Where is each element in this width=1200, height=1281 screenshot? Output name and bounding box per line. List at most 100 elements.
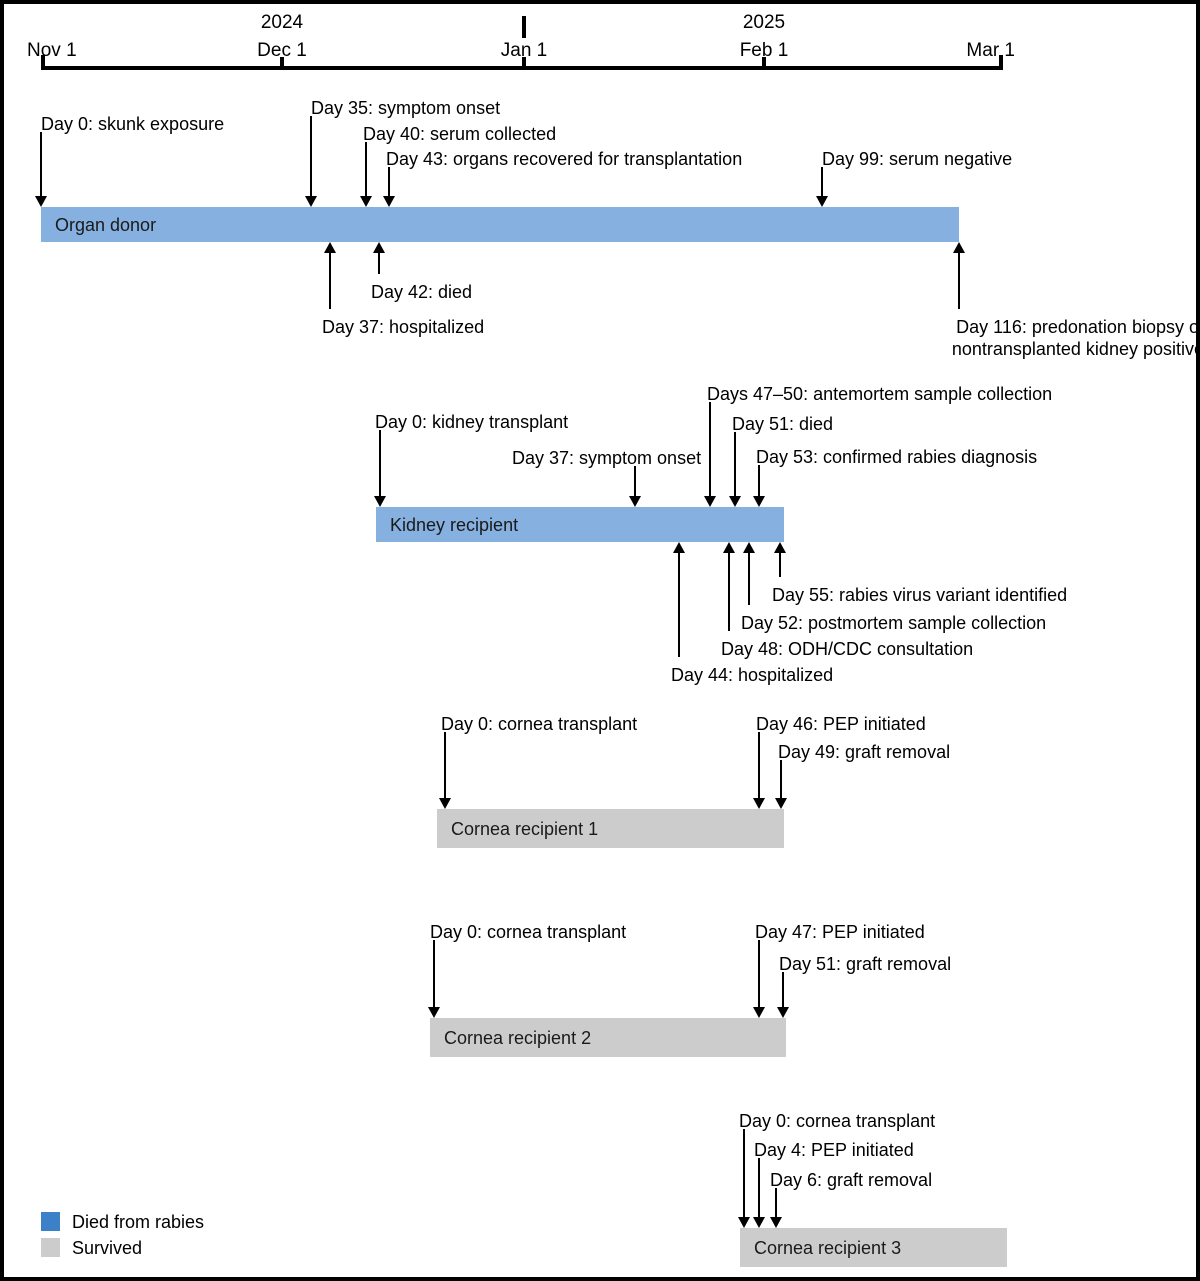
organ-donor-event-below-2-label: Day 116: predonation biopsy of nontransp… [951, 317, 1200, 359]
kidney-recipient-event-below-1-label: Day 48: ODH/CDC consultation [721, 639, 974, 659]
cornea-recipient-3-event-above-0-label: Day 0: cornea transplant [739, 1111, 936, 1131]
axis-label-feb-1: Feb 1 [739, 40, 789, 61]
legend-label-survived: Survived [72, 1237, 143, 1258]
bar-label-cornea-recipient-3: Cornea recipient 3 [754, 1237, 902, 1258]
kidney-recipient-event-above-2-stem [709, 402, 711, 498]
bar-label-organ-donor: Organ donor [55, 214, 157, 235]
organ-donor-event-below-0-arrowhead [324, 242, 336, 253]
axis-tick-jan-1 [522, 57, 526, 70]
kidney-recipient-event-above-0-label: Day 0: kidney transplant [375, 412, 569, 432]
kidney-recipient-event-below-3-stem [779, 551, 781, 577]
kidney-recipient-event-above-3-stem [734, 432, 736, 498]
legend-item-survived: Survived [41, 1238, 142, 1257]
legend-swatch-died [41, 1212, 60, 1231]
kidney-recipient-event-above-3-arrowhead [729, 496, 741, 507]
cornea-recipient-1-event-above-0-label: Day 0: cornea transplant [441, 714, 638, 734]
bar-organ-donor: Organ donor [41, 207, 959, 242]
kidney-recipient-event-below-0-arrowhead [673, 542, 685, 553]
cornea-recipient-3-event-above-2-arrowhead [770, 1217, 782, 1228]
axis-label-dec-1: Dec 1 [257, 40, 307, 61]
kidney-recipient-event-below-2-stem [748, 551, 750, 605]
kidney-recipient-event-above-0-arrowhead [374, 496, 386, 507]
cornea-recipient-1-event-above-2-label: Day 49: graft removal [778, 742, 951, 762]
axis-tick-feb-1 [762, 57, 766, 70]
year-label-2025: 2025 [742, 12, 786, 33]
axis-cap-right [999, 55, 1003, 70]
organ-donor-event-below-0-stem [329, 251, 331, 309]
kidney-recipient-event-below-1-stem [728, 551, 730, 631]
kidney-recipient-event-above-4-arrowhead [753, 496, 765, 507]
organ-donor-event-above-1-stem [310, 116, 312, 198]
cornea-recipient-2-event-above-1-stem [758, 940, 760, 1009]
cornea-recipient-1-event-above-1-stem [758, 732, 760, 800]
kidney-recipient-event-above-0-stem [379, 430, 381, 498]
kidney-recipient-event-below-3-label: Day 55: rabies virus variant identified [772, 585, 1068, 605]
axis-tick-dec-1 [280, 57, 284, 70]
kidney-recipient-event-below-0-stem [678, 551, 680, 657]
kidney-recipient-event-below-0-label: Day 44: hospitalized [671, 665, 834, 685]
cornea-recipient-3-event-above-2-label: Day 6: graft removal [770, 1170, 933, 1190]
kidney-recipient-event-above-2-label: Days 47–50: antemortem sample collection [707, 384, 1053, 404]
organ-donor-event-above-4-label: Day 99: serum negative [822, 149, 1013, 169]
cornea-recipient-1-event-above-1-arrowhead [753, 798, 765, 809]
kidney-recipient-event-below-1-arrowhead [723, 542, 735, 553]
organ-donor-event-above-1-label: Day 35: symptom onset [311, 98, 501, 118]
kidney-recipient-event-above-3-label: Day 51: died [732, 414, 834, 434]
organ-donor-event-below-2-stem [958, 251, 960, 309]
axis-cap-left [41, 55, 45, 70]
cornea-recipient-2-event-above-1-arrowhead [753, 1007, 765, 1018]
organ-donor-event-below-2-arrowhead [953, 242, 965, 253]
organ-donor-event-above-3-stem [388, 167, 390, 198]
cornea-recipient-1-event-above-0-arrowhead [439, 798, 451, 809]
organ-donor-event-above-1-arrowhead [305, 196, 317, 207]
organ-donor-event-above-2-stem [365, 142, 367, 198]
cornea-recipient-1-event-above-0-stem [444, 732, 446, 800]
cornea-recipient-1-event-above-2-stem [780, 760, 782, 800]
cornea-recipient-2-event-above-2-label: Day 51: graft removal [779, 954, 952, 974]
bar-label-cornea-recipient-1: Cornea recipient 1 [451, 818, 599, 839]
cornea-recipient-3-event-above-0-stem [743, 1129, 745, 1219]
kidney-recipient-event-above-4-label: Day 53: confirmed rabies diagnosis [756, 447, 1038, 467]
bar-label-cornea-recipient-2: Cornea recipient 2 [444, 1027, 592, 1048]
cornea-recipient-1-event-above-2-arrowhead [775, 798, 787, 809]
organ-donor-event-below-1-arrowhead [373, 242, 385, 253]
cornea-recipient-3-event-above-1-stem [758, 1158, 760, 1219]
organ-donor-event-below-1-stem [378, 251, 380, 274]
legend-swatch-survived [41, 1238, 60, 1257]
cornea-recipient-2-event-above-2-stem [782, 972, 784, 1009]
bar-kidney-recipient: Kidney recipient [376, 507, 784, 542]
kidney-recipient-event-above-2-arrowhead [704, 496, 716, 507]
cornea-recipient-2-event-above-0-arrowhead [428, 1007, 440, 1018]
bar-cornea-recipient-3: Cornea recipient 3 [740, 1228, 1007, 1267]
kidney-recipient-event-below-3-arrowhead [774, 542, 786, 553]
organ-donor-event-above-3-label: Day 43: organs recovered for transplanta… [386, 149, 743, 169]
cornea-recipient-3-event-above-2-stem [775, 1188, 777, 1219]
cornea-recipient-3-event-above-1-label: Day 4: PEP initiated [754, 1140, 914, 1160]
organ-donor-event-above-0-stem [40, 132, 42, 198]
kidney-recipient-event-below-2-arrowhead [743, 542, 755, 553]
bar-label-kidney-recipient: Kidney recipient [390, 514, 519, 535]
kidney-recipient-event-above-1-stem [634, 466, 636, 498]
organ-donor-event-above-2-arrowhead [360, 196, 372, 207]
organ-donor-event-above-4-stem [821, 167, 823, 198]
year-divider-tick [522, 16, 526, 38]
cornea-recipient-2-event-above-1-label: Day 47: PEP initiated [755, 922, 925, 942]
kidney-recipient-event-above-1-label: Day 37: symptom onset [512, 448, 702, 468]
organ-donor-event-above-4-arrowhead [816, 196, 828, 207]
cornea-recipient-3-event-above-1-arrowhead [753, 1217, 765, 1228]
organ-donor-event-below-1-label: Day 42: died [371, 282, 473, 302]
kidney-recipient-event-above-4-stem [758, 465, 760, 498]
cornea-recipient-1-event-above-1-label: Day 46: PEP initiated [756, 714, 926, 734]
axis-label-nov-1: Nov 1 [27, 40, 77, 61]
legend-item-died-from-rabies: Died from rabies [41, 1212, 204, 1231]
organ-donor-event-above-2-label: Day 40: serum collected [363, 124, 557, 144]
axis-label-jan-1: Jan 1 [500, 40, 548, 61]
bar-cornea-recipient-2: Cornea recipient 2 [430, 1018, 786, 1057]
bar-cornea-recipient-1: Cornea recipient 1 [437, 809, 784, 848]
organ-donor-event-below-0-label: Day 37: hospitalized [322, 317, 485, 337]
organ-donor-event-above-0-label: Day 0: skunk exposure [41, 114, 225, 134]
cornea-recipient-2-event-above-0-label: Day 0: cornea transplant [430, 922, 627, 942]
cornea-recipient-3-event-above-0-arrowhead [738, 1217, 750, 1228]
cornea-recipient-2-event-above-2-arrowhead [777, 1007, 789, 1018]
